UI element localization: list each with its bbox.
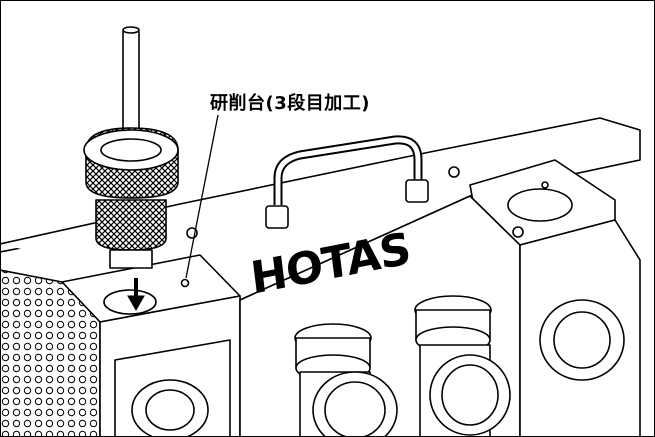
right-block-port xyxy=(507,188,573,222)
callout-label: 研削台(3段目加工) xyxy=(210,93,370,114)
down-arrow-icon xyxy=(127,278,145,312)
callout-leader xyxy=(185,114,219,279)
